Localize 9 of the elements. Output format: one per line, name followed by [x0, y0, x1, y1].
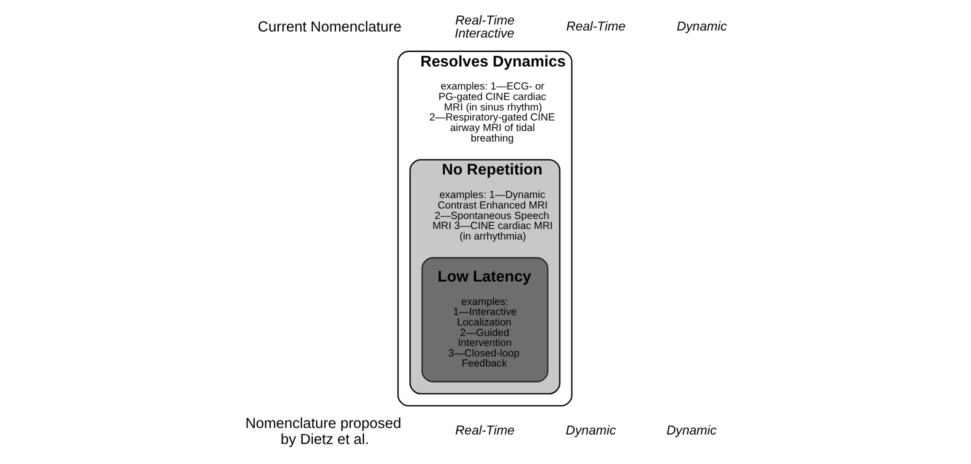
label: Current Nomenclature	[257, 20, 402, 36]
label: Real-Time	[566, 18, 626, 34]
node-box: Low Latency examples: 1—Interactive Localization 2—Guided Intervention 3—Closed-loop Feedback	[420, 257, 548, 382]
label: Real-Time	[454, 422, 514, 438]
label: Nomenclature proposed by Dietz et al.	[244, 416, 401, 448]
label: Dynamic	[676, 18, 726, 34]
label: Real-Time Interactive	[454, 12, 514, 41]
label: Dynamic	[666, 422, 716, 438]
label: Dynamic	[565, 422, 616, 438]
